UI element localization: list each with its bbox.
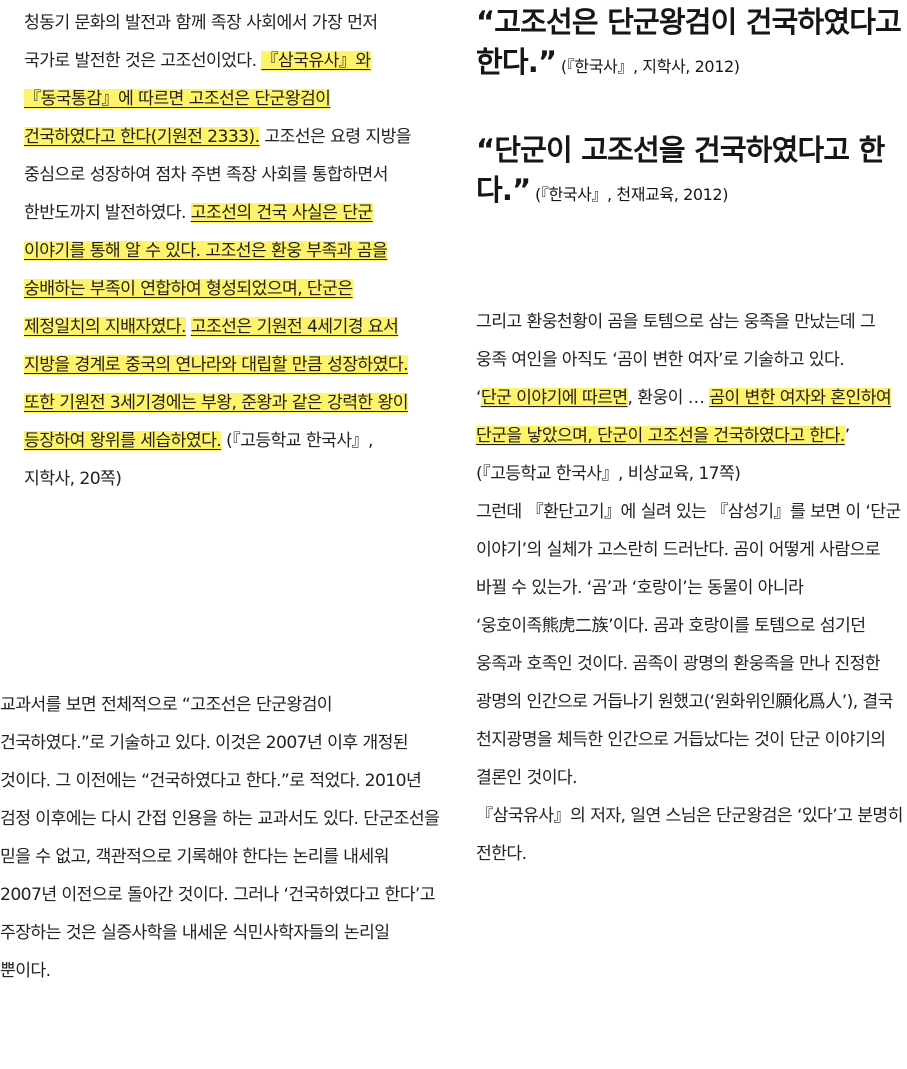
quote-source: (『고등학교 한국사』, 지학사, 20쪽)	[24, 431, 374, 489]
right-body: 그리고 환웅천황이 곰을 토템으로 삼는 웅족을 만났는데 그 웅족 여인을 아…	[476, 303, 907, 873]
quote-source: (『고등학교 한국사』, 비상교육, 17쪽)	[476, 464, 741, 484]
quote-text: , 환웅이 …	[627, 388, 710, 408]
headline-2-citation: (『한국사』, 천재교육, 2012)	[530, 185, 729, 204]
headline-1: “고조선은 단군왕검이 건국하였다고 한다.” (『한국사』, 지학사, 201…	[476, 2, 907, 87]
textbook-quote: 청동기 문화의 발전과 함께 족장 사회에서 가장 먼저 국가로 발전한 것은 …	[0, 0, 440, 498]
quote-text	[186, 317, 191, 337]
quote-mark: ’	[844, 426, 850, 446]
right-paragraph-1: 그리고 환웅천황이 곰을 토템으로 삼는 웅족을 만났는데 그 웅족 여인을 아…	[476, 312, 876, 370]
headline-1-citation: (『한국사』, 지학사, 2012)	[556, 57, 740, 76]
headline-2: “단군이 고조선을 건국하였다고 한다.” (『한국사』, 천재교육, 2012…	[476, 130, 907, 215]
quote-mark: ‘	[476, 388, 481, 408]
right-paragraph-3: 『삼국유사』의 저자, 일연 스님은 단군왕검은 ‘있다’고 분명히 전한다.	[476, 806, 903, 864]
left-body-paragraph: 교과서를 보면 전체적으로 “고조선은 단군왕검이 건국하였다.”로 기술하고 …	[0, 695, 440, 981]
headline-2-text: “단군이 고조선을 건국하였다고 한다.”	[476, 133, 885, 207]
quote-text: 청동기 문화의 발전과 함께 족장 사회에서 가장 먼저 국가로 발전한 것은 …	[24, 13, 378, 71]
right-paragraph-2: 그런데 『환단고기』에 실려 있는 『삼성기』를 보면 이 ‘단군 이야기’의 …	[476, 502, 901, 788]
left-column: 청동기 문화의 발전과 함께 족장 사회에서 가장 먼저 국가로 발전한 것은 …	[0, 0, 440, 498]
quote-text: 고조선은 요령 지방을 중심으로 성장하여 점차 주변 족장 사회를 통합하면서…	[24, 127, 412, 223]
headline-1-text: “고조선은 단군왕검이 건국하였다고 한다.”	[476, 5, 902, 79]
right-quote: ‘단군 이야기에 따르면, 환웅이 … 곰이 변한 여자와 혼인하여 단군을 낳…	[476, 379, 907, 493]
quote-highlight: 단군 이야기에 따르면	[480, 388, 628, 408]
